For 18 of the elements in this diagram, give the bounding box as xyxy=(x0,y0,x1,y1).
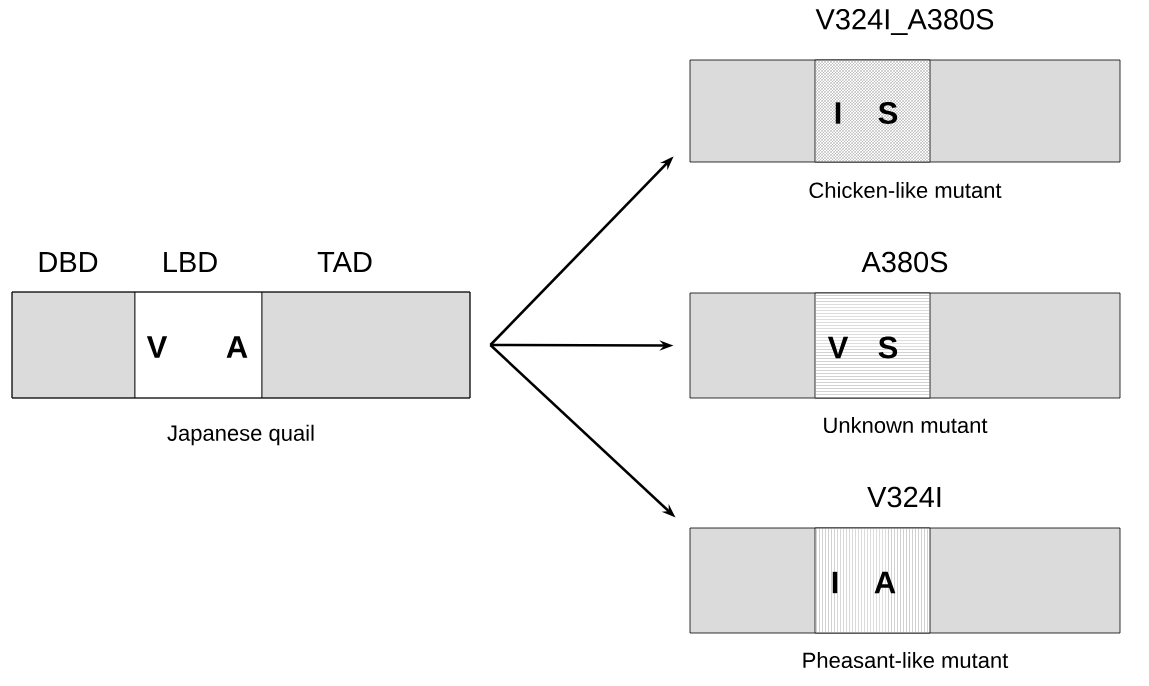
residue-letter: S xyxy=(878,102,898,124)
node-label: Japanese quail xyxy=(167,424,314,446)
heading: A380S xyxy=(861,251,948,273)
residue-letter: A xyxy=(874,571,896,594)
heading: V324I_A380S xyxy=(815,9,994,35)
node-label: Chicken-like mutant xyxy=(809,181,1002,199)
node-label: Pheasant-like mutant xyxy=(803,651,1009,669)
heading: V324I xyxy=(867,486,941,508)
heading: DBD xyxy=(39,252,98,272)
residue-letter: S xyxy=(878,336,898,359)
residue-letter: I xyxy=(832,571,838,594)
residue-letter: V xyxy=(146,336,168,358)
residue-letter: V xyxy=(827,336,849,359)
residue-letter: I xyxy=(835,102,841,124)
heading: TAD xyxy=(317,252,372,272)
node-label: Unknown mutant xyxy=(824,416,988,434)
residue-letter: A xyxy=(226,336,248,358)
heading: LBD xyxy=(164,252,217,272)
